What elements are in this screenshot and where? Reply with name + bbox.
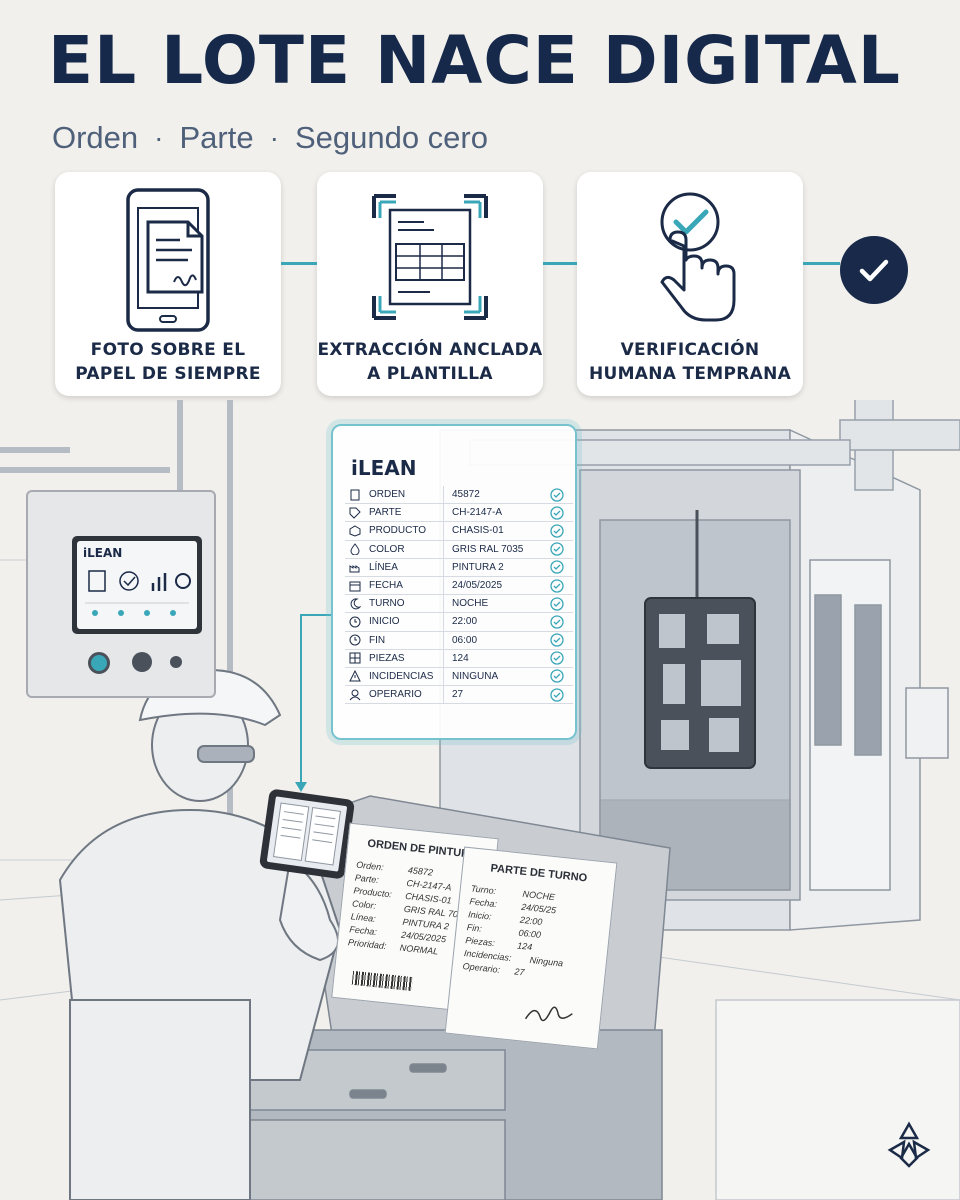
tag-icon — [345, 506, 365, 520]
signature — [524, 1006, 573, 1022]
step-label-line2: PAPEL DE SIEMPRE — [75, 364, 261, 384]
hmi-brand: iLEAN — [83, 546, 123, 560]
scan-template-icon — [372, 194, 488, 320]
start-button[interactable] — [88, 652, 110, 674]
clock-icon — [345, 615, 365, 629]
box-icon — [345, 524, 365, 538]
bar-chart-icon — [151, 573, 167, 591]
step-label-line1: FOTO SOBRE EL — [90, 340, 246, 360]
subtitle-separator: · — [269, 122, 279, 153]
subtitle: Orden · Parte · Segundo cero — [52, 120, 488, 156]
hmi-screen: iLEAN — [72, 536, 202, 634]
step-label-line2: HUMANA TEMPRANA — [588, 364, 792, 384]
extracted-data-panel: iLEAN ORDEN 45872 PARTE CH-2147-A PRODUC… — [331, 424, 577, 740]
captured-documents-preview — [272, 802, 342, 866]
data-row-parte: PARTE CH-2147-A — [345, 504, 573, 523]
step-connector — [803, 262, 840, 265]
data-row-fin: FIN 06:00 — [345, 631, 573, 650]
check-circle-icon — [547, 688, 567, 702]
tablet-device — [258, 788, 356, 880]
data-row-operario: OPERARIO 27 — [345, 686, 573, 705]
subtitle-segundo-cero: Segundo cero — [294, 120, 488, 155]
check-circle-icon — [547, 487, 567, 502]
check-circle-icon — [547, 506, 567, 520]
selector-knob[interactable] — [132, 652, 152, 672]
check-circle-icon — [119, 571, 139, 591]
data-row-fecha: FECHA 24/05/2025 — [345, 576, 573, 596]
step-card-extraction: EXTRACCIÓN ANCLADA A PLANTILLA — [317, 172, 543, 396]
brand-logo-icon — [887, 1121, 931, 1168]
warning-icon — [345, 669, 365, 683]
check-circle-icon — [547, 597, 567, 611]
check-circle-icon — [547, 615, 567, 629]
panel-brand: iLEAN — [351, 456, 417, 480]
check-circle-icon — [547, 524, 567, 538]
document-icon — [345, 488, 365, 502]
phone-document-icon — [126, 188, 210, 332]
check-circle-icon — [547, 560, 567, 574]
check-circle-icon — [547, 542, 567, 556]
hand-check-icon — [660, 192, 736, 322]
data-row-incidencias: INCIDENCIAS NINGUNA — [345, 667, 573, 687]
subtitle-separator: · — [154, 122, 164, 153]
control-panel: iLEAN — [26, 490, 216, 698]
data-row-linea: LÍNEA PINTURA 2 — [345, 558, 573, 577]
grid-icon — [345, 651, 365, 665]
done-check-badge — [840, 236, 908, 304]
shift-report-sheet: PARTE DE TURNO Turno:NOCHE Fecha:24/05/2… — [444, 846, 618, 1050]
page-title: EL LOTE NACE DIGITAL — [48, 22, 901, 99]
step-card-photo: FOTO SOBRE EL PAPEL DE SIEMPRE — [55, 172, 281, 396]
data-row-producto: PRODUCTO CHASIS-01 — [345, 522, 573, 541]
document-icon — [88, 570, 106, 592]
check-icon — [859, 259, 889, 282]
moon-icon — [345, 597, 365, 611]
step-label-line2: A PLANTILLA — [367, 364, 493, 384]
gear-icon — [175, 573, 191, 589]
clock-icon — [345, 633, 365, 647]
factory-icon — [345, 560, 365, 574]
data-row-orden: ORDEN 45872 — [345, 486, 573, 505]
subtitle-parte: Parte — [179, 120, 254, 155]
data-row-turno: TURNO NOCHE — [345, 595, 573, 614]
step-card-verification: VERIFICACIÓN HUMANA TEMPRANA — [577, 172, 803, 396]
hmi-icons — [85, 570, 191, 616]
check-circle-icon — [547, 651, 567, 665]
barcode — [351, 970, 413, 992]
step-connector — [543, 262, 577, 265]
data-row-piezas: PIEZAS 124 — [345, 649, 573, 668]
data-row-color: COLOR GRIS RAL 7035 — [345, 540, 573, 559]
tablet-screen[interactable] — [266, 796, 348, 872]
check-circle-icon — [547, 633, 567, 647]
check-circle-icon — [547, 669, 567, 684]
subtitle-orden: Orden — [52, 120, 139, 155]
drop-icon — [345, 542, 365, 556]
step-connector — [281, 262, 317, 265]
check-circle-icon — [547, 578, 567, 593]
data-row-inicio: INICIO 22:00 — [345, 613, 573, 632]
indicator-lamp — [170, 656, 182, 668]
step-label-line1: VERIFICACIÓN — [620, 340, 760, 360]
step-label-line1: EXTRACCIÓN ANCLADA — [317, 340, 543, 360]
calendar-icon — [345, 579, 365, 593]
person-icon — [345, 688, 365, 702]
